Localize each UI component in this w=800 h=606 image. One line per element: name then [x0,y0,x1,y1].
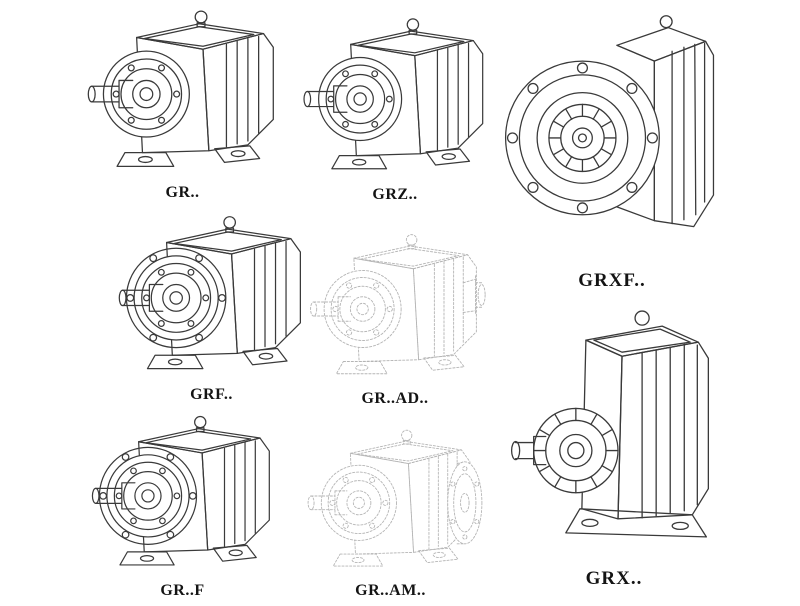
product-cell-grxf: GRXF.. [492,0,732,300]
gearbox-foot-flange-drawing [80,410,285,578]
gearbox-foot-flange-drawing [104,210,319,382]
gearbox-motor-flange-drawing [288,410,493,578]
product-cell-gr: GR.. [80,4,285,206]
product-cell-grz: GRZ.. [296,2,494,210]
product-cell-gr-f: GR..F [80,410,285,606]
product-label-grx: GRX.. [585,568,643,589]
product-cell-gr-ad: GR..AD.. [290,212,500,414]
product-cell-grf: GRF.. [104,210,319,410]
product-label-gr-f: GR..F [160,582,205,599]
product-cell-gr-am: GR..AM.. [288,410,493,606]
gearbox-input-adapter-drawing [290,212,500,386]
product-label-grf: GRF.. [190,386,233,403]
gearbox-foot-mounted-drawing [80,4,285,180]
gearbox-foot-mounted-drawing [296,2,494,182]
gearbox-flange-mounted-drawing [492,0,732,266]
product-label-grxf: GRXF.. [578,270,646,291]
product-label-grz: GRZ.. [372,186,418,203]
product-cell-grx: GRX.. [490,298,738,598]
product-label-gr: GR.. [165,184,200,201]
product-label-gr-am: GR..AM.. [355,582,426,599]
gearbox-foot-mounted-large-drawing [490,298,738,564]
product-label-gr-ad: GR..AD.. [361,390,429,407]
